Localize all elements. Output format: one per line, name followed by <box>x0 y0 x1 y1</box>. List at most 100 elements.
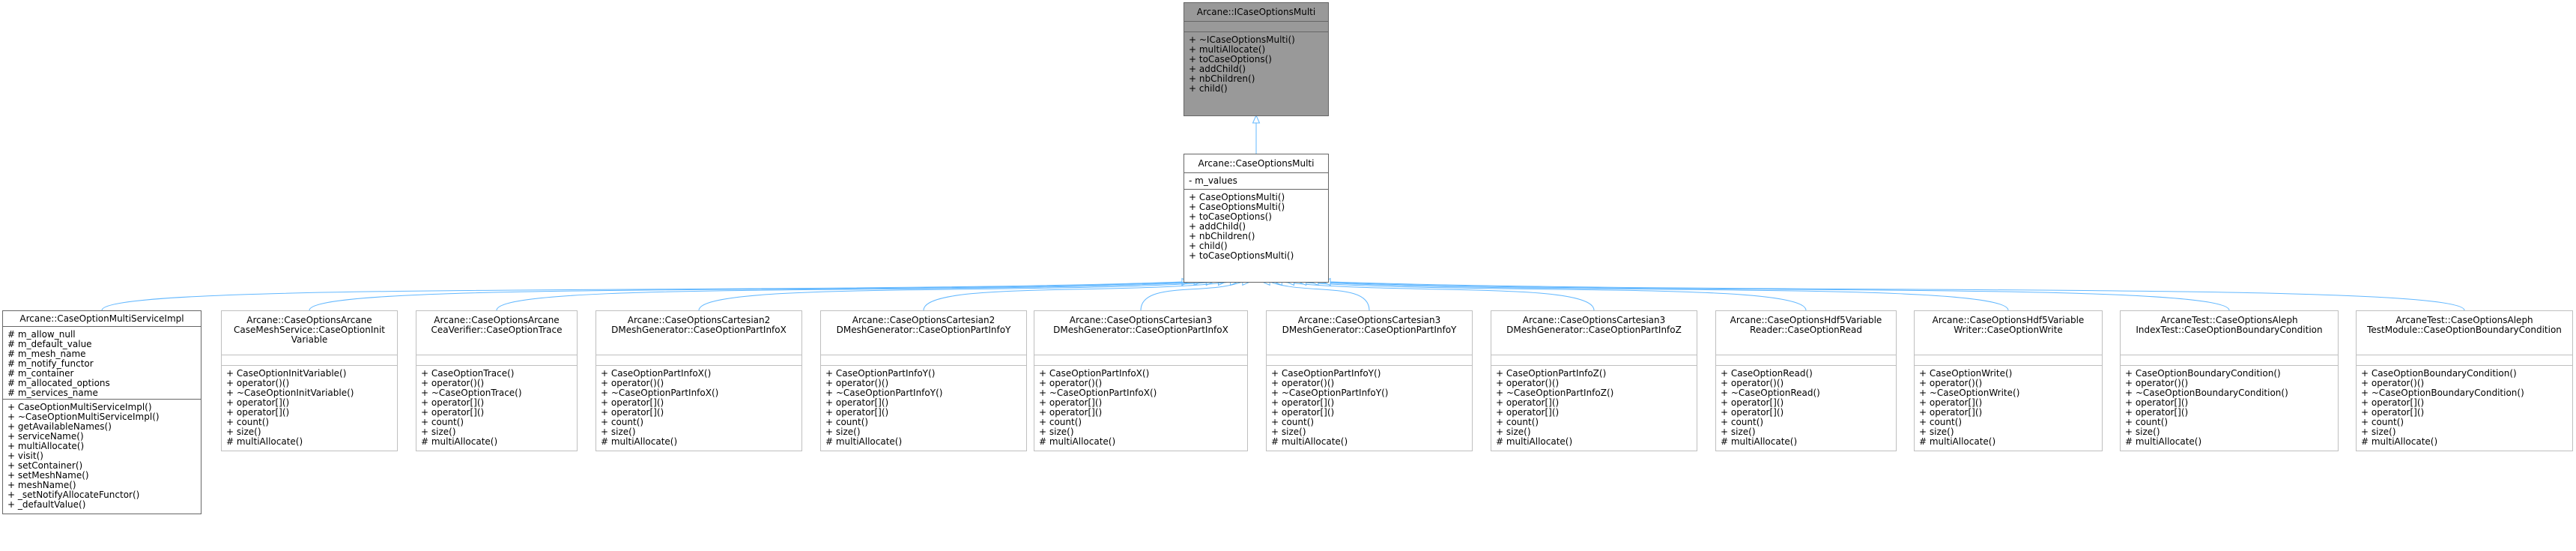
attribute-line: # m_default_value <box>7 339 92 349</box>
method-line: + operator[]() <box>1496 397 1560 408</box>
method-line: + operator[]() <box>1039 397 1103 408</box>
inheritance-edge <box>1306 281 2009 311</box>
method-line: + visit() <box>7 451 43 461</box>
attributes-section <box>596 355 801 365</box>
method-line: + CaseOptionRead() <box>1721 368 1813 379</box>
inheritance-edge <box>923 281 1231 311</box>
class-caseoptionsmulti[interactable]: Arcane::CaseOptionsMulti- m_values+ Case… <box>1184 154 1329 283</box>
method-line: + CaseOptionPartInfoX() <box>1039 368 1150 379</box>
method-line: + size() <box>1496 427 1531 437</box>
class-name-line: ArcaneTest::CaseOptionsAleph <box>2160 315 2298 325</box>
methods-section: + CaseOptionPartInfoY()+ operator()()+ ~… <box>1267 365 1472 451</box>
method-line: + operator()() <box>1721 378 1784 388</box>
methods-section: + CaseOptionsMulti()+ CaseOptionsMulti()… <box>1184 189 1328 282</box>
method-line: + operator[]() <box>226 407 290 418</box>
method-line: Arcane::ICaseOptionsMulti <box>1196 6 1316 17</box>
method-line: # multiAllocate() <box>421 436 498 447</box>
methods-section: + CaseOptionBoundaryCondition()+ operato… <box>2357 365 2572 451</box>
derived-class-0[interactable]: Arcane::CaseOptionMultiServiceImpl# m_al… <box>2 310 201 514</box>
method-line: + _setNotifyAllocateFunctor() <box>7 490 140 500</box>
attribute-line: # m_allow_null <box>7 329 76 340</box>
class-name-line: Arcane::CaseOptionsCartesian2 <box>852 315 995 325</box>
attributes-section <box>1034 355 1247 365</box>
method-line: + count() <box>825 417 869 427</box>
class-name-line: Arcane::CaseOptionsHdf5Variable <box>1932 315 2085 325</box>
method-line: # multiAllocate() <box>825 436 903 447</box>
method-line: + addChild() <box>1189 221 1246 232</box>
attributes-section <box>1491 355 1697 365</box>
method-line: + CaseOptionPartInfoZ() <box>1496 368 1607 379</box>
method-line: + child() <box>1189 83 1228 94</box>
method-line: + CaseOptionBoundaryCondition() <box>2125 368 2281 379</box>
class-name-line: Arcane::CaseOptionsCartesian3 <box>1069 315 1213 325</box>
class-title: Arcane::CaseOptionsMulti <box>1184 154 1328 172</box>
method-line: + CaseOptionBoundaryCondition() <box>2361 368 2517 379</box>
inheritance-edge <box>101 281 1182 311</box>
method-line: + ~CaseOptionPartInfoZ() <box>1496 388 1614 398</box>
method-line: + size() <box>1039 427 1074 437</box>
attribute-line: # m_notify_functor <box>7 358 94 369</box>
method-line: + toCaseOptions() <box>1189 211 1272 222</box>
class-name-line: Arcane::CaseOptionsCartesian2 <box>627 315 771 325</box>
methods-section: + CaseOptionPartInfoX()+ operator()()+ ~… <box>1034 365 1247 451</box>
method-line: + operator[]() <box>1271 407 1335 418</box>
class-name-line: Arcane::CaseOptionsArcane <box>434 315 560 325</box>
method-line: + ~CaseOptionWrite() <box>1919 388 2020 398</box>
method-line: + operator[]() <box>601 397 664 408</box>
class-name-line: Arcane::CaseOptionsCartesian3 <box>1522 315 1666 325</box>
method-line: + size() <box>1721 427 1756 437</box>
attributes-section <box>821 355 1026 365</box>
attributes-section <box>2121 355 2338 365</box>
method-line: # multiAllocate() <box>1271 436 1348 447</box>
method-line: + CaseOptionsMulti() <box>1189 192 1285 202</box>
method-line: + serviceName() <box>7 431 84 442</box>
method-line: # multiAllocate() <box>226 436 303 447</box>
method-line: + ~ICaseOptionsMulti() <box>1189 34 1295 45</box>
method-line: + ~CaseOptionRead() <box>1721 388 1820 398</box>
inheritance-edge <box>496 281 1207 311</box>
method-line: + operator()() <box>2125 378 2189 388</box>
method-line: + operator[]() <box>1271 397 1335 408</box>
class-name-line: CeaVerifier::CaseOptionTrace <box>431 325 563 335</box>
method-line: # multiAllocate() <box>1721 436 1798 447</box>
class-title: Arcane::CaseOptionMultiServiceImpl <box>3 311 201 326</box>
class-name-line: DMeshGenerator::CaseOptionPartInfoY <box>1282 325 1457 335</box>
class-icaseoptionsmulti[interactable]: Arcane::ICaseOptionsMulti+ ~ICaseOptions… <box>1184 2 1329 116</box>
class-name-line: DMeshGenerator::CaseOptionPartInfoY <box>836 325 1011 335</box>
method-line: + operator()() <box>1496 378 1560 388</box>
attribute-line: # m_services_name <box>7 388 98 398</box>
method-line: + CaseOptionWrite() <box>1919 368 2013 379</box>
attributes-section <box>1716 355 1896 365</box>
method-line: + operator[]() <box>1721 407 1784 418</box>
method-line: # multiAllocate() <box>1919 436 1996 447</box>
method-line: + CaseOptionInitVariable() <box>226 368 347 379</box>
method-line: + ~CaseOptionPartInfoX() <box>1039 388 1157 398</box>
inheritance-edge <box>698 281 1219 311</box>
attributes-section <box>222 355 397 365</box>
method-line: + operator[]() <box>1039 407 1103 418</box>
method-line: + operator[]() <box>421 407 485 418</box>
method-line: Arcane::CaseOptionMultiServiceImpl <box>19 313 184 324</box>
attributes-section <box>1915 355 2102 365</box>
methods-section: + CaseOptionInitVariable()+ operator()()… <box>222 365 397 451</box>
method-line: + addChild() <box>1189 64 1246 74</box>
class-name-line: Writer::CaseOptionWrite <box>1954 325 2063 335</box>
class-name-line: Arcane::CaseOptionsArcane <box>246 315 372 325</box>
method-line: # multiAllocate() <box>601 436 678 447</box>
inheritance-edge <box>1140 281 1243 311</box>
method-line: + size() <box>421 427 456 437</box>
inheritance-edge <box>1269 281 1370 311</box>
